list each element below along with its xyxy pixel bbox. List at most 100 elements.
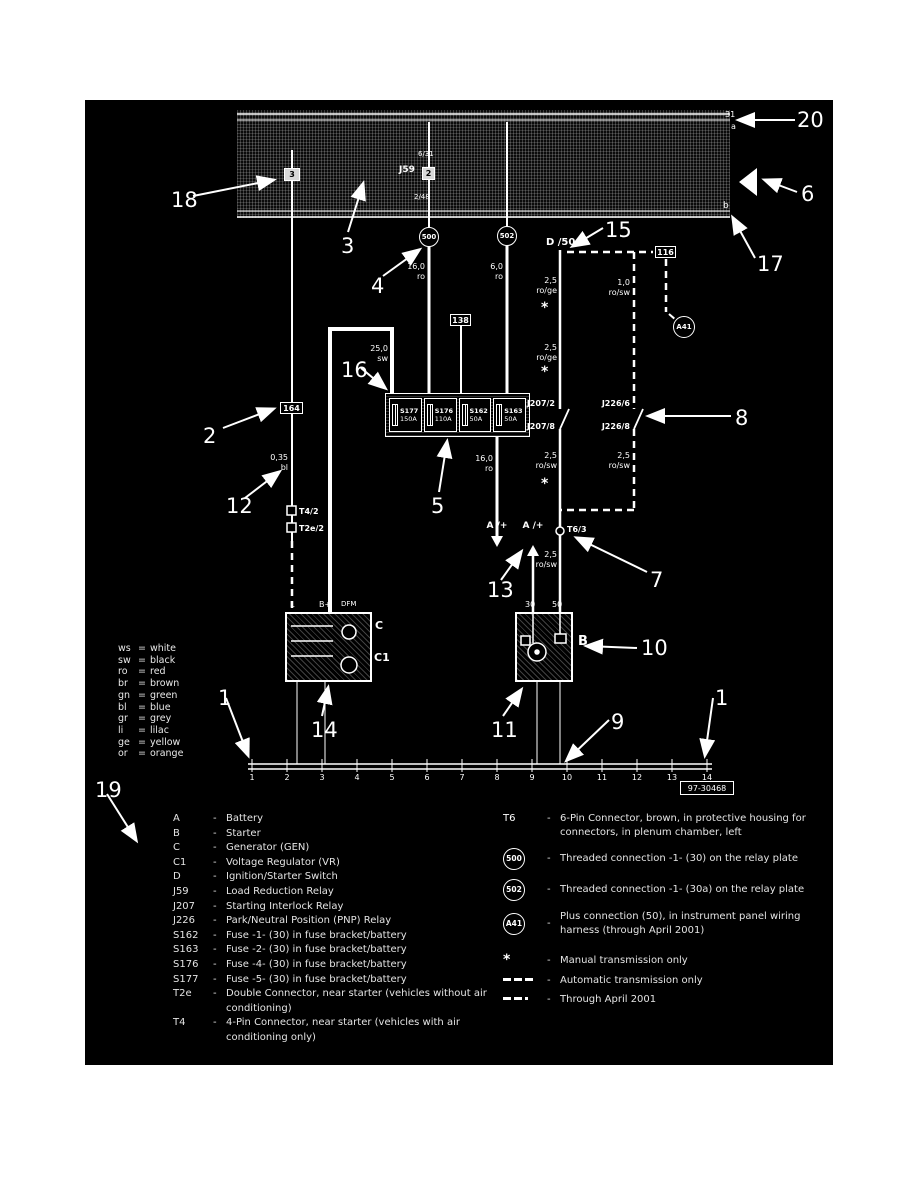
callout-arrow [106,793,139,844]
legend-row: sw=black [118,655,183,667]
terminal-box: 2 [422,167,435,180]
legend-row: br=brown [118,678,183,690]
key-dash: - [547,813,551,824]
wire-label: 2,5 ro/ge [536,276,557,295]
callout-number: 1 [715,686,729,710]
legend-color-name: orange [150,748,184,760]
terminal-box: 164 [280,402,303,414]
callout-number: 7 [650,568,664,592]
callout-arrow [564,719,610,763]
legend-row: ge=yellow [118,737,183,749]
key-code: C1 [173,856,187,868]
rail-number: 8 [494,773,500,782]
wire-label: T2e/2 [299,524,324,533]
fuse-icon [496,404,503,426]
key-code: S162 [173,929,199,941]
key-desc: Automatic transmission only [560,974,703,986]
callout-number: 13 [487,578,514,602]
legend-color-name: brown [150,678,180,690]
dash-segment [514,997,522,1000]
callout-number: 6 [801,182,815,206]
key-symbol [503,993,547,1000]
wire-label: 30 [525,600,536,609]
callout-arrow [360,367,389,391]
component-key-right: T6-6-Pin Connector, brown, in protective… [503,812,829,1012]
legend-row: or=orange [118,748,183,760]
wire-label: D /50 [546,237,576,248]
legend-color-name: green [150,689,178,701]
connection-circle-icon: 502 [503,879,525,901]
key-code: T4 [173,1017,186,1029]
key-row: S176-Fuse -4- (30) in fuse bracket/batte… [173,958,505,973]
callout-arrow [222,407,277,429]
key-desc: Battery [226,813,264,824]
key-dash: - [213,885,217,897]
legend-color-name: white [150,643,176,654]
wire-label: A /+ [486,521,508,531]
rail-number: 6 [424,773,430,782]
fuse-icon [461,404,468,426]
key-desc: 6-Pin Connector, brown, in protective ho… [560,813,806,838]
legend-code: gn [118,689,131,701]
wire-label: 6,0 ro [490,262,503,281]
wire [633,408,644,430]
key-code: A [173,813,180,824]
key-desc: Park/Neutral Position (PNP) Relay [226,915,392,927]
connection-circle-icon: A41 [503,912,525,935]
callout-arrow [583,638,638,655]
rail-number: 3 [319,773,325,782]
wire-label: DFM [341,600,357,608]
key-desc: Fuse -2- (30) in fuse bracket/battery [226,944,407,956]
legend-equals: = [138,724,146,736]
key-code: D [173,871,181,883]
connector-symbol [554,633,567,644]
legend-code: bl [118,701,127,713]
key-desc: Plus connection (50), in instrument pane… [560,911,801,936]
rail-number: 11 [596,773,608,782]
wire-label: * [541,364,549,380]
key-desc: Starter [226,827,261,839]
legend-equals: = [138,736,146,748]
legend-row: gr=grey [118,713,183,725]
component-symbol [534,649,540,655]
key-row: -Through April 2001 [503,993,829,1007]
legend-color-name: lilac [150,724,169,736]
key-row: J59-Load Reduction Relay [173,885,505,900]
key-dash: - [213,1017,217,1029]
wire-label: 1,0 ro/sw [608,278,630,297]
fuse-name: S177 [400,407,419,415]
callout-number: 1 [218,686,232,710]
connector-symbol [286,505,297,516]
key-row: A41 -Plus connection (50), in instrument … [503,910,829,937]
legend-row: bl=blue [118,702,183,714]
diagram-wires [106,112,798,844]
legend-color-name: blue [150,701,171,713]
legend-equals: = [138,748,146,760]
key-code: S176 [173,958,199,970]
key-dash: - [213,827,217,839]
key-dash: - [213,915,217,927]
wire-label: 25,0 sw [370,344,388,363]
callout-number: 19 [95,778,122,802]
legend-code: ro [118,666,128,678]
key-code: S163 [173,944,199,956]
rail-number: 13 [666,773,678,782]
callout-arrow [244,469,283,499]
key-symbol: 500 [503,848,547,870]
key-desc: Ignition/Starter Switch [226,871,338,883]
key-dash: - [213,944,217,956]
wire-label: 16,0 ro [407,262,425,281]
dash-segment [525,977,533,981]
key-row: B-Starter [173,827,505,842]
key-dash: - [547,917,551,929]
key-dash: - [213,842,217,854]
key-code: C [173,842,180,854]
key-desc: Through April 2001 [560,994,657,1005]
callout-number: 17 [757,252,784,276]
wire-label: A /+ [522,521,544,531]
